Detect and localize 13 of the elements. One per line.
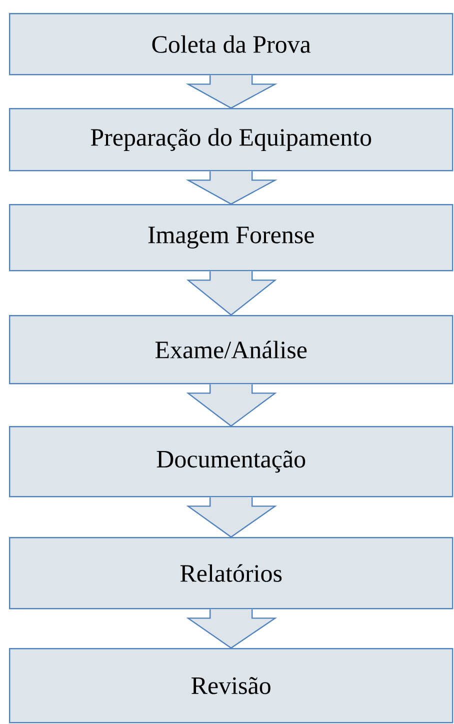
process-box: Exame/Análise — [9, 315, 454, 384]
arrow — [186, 270, 277, 316]
arrow — [186, 496, 277, 538]
process-box: Relatórios — [9, 537, 454, 610]
process-box: Revisão — [9, 648, 454, 724]
arrow — [186, 608, 278, 649]
process-box: Imagem Forense — [9, 204, 454, 272]
process-box: Coleta da Prova — [9, 13, 454, 76]
process-box: Preparação do Equipamento — [9, 108, 454, 172]
arrow — [186, 74, 278, 109]
arrow — [186, 170, 278, 205]
process-box: Documentação — [9, 426, 454, 498]
arrow — [186, 384, 277, 427]
